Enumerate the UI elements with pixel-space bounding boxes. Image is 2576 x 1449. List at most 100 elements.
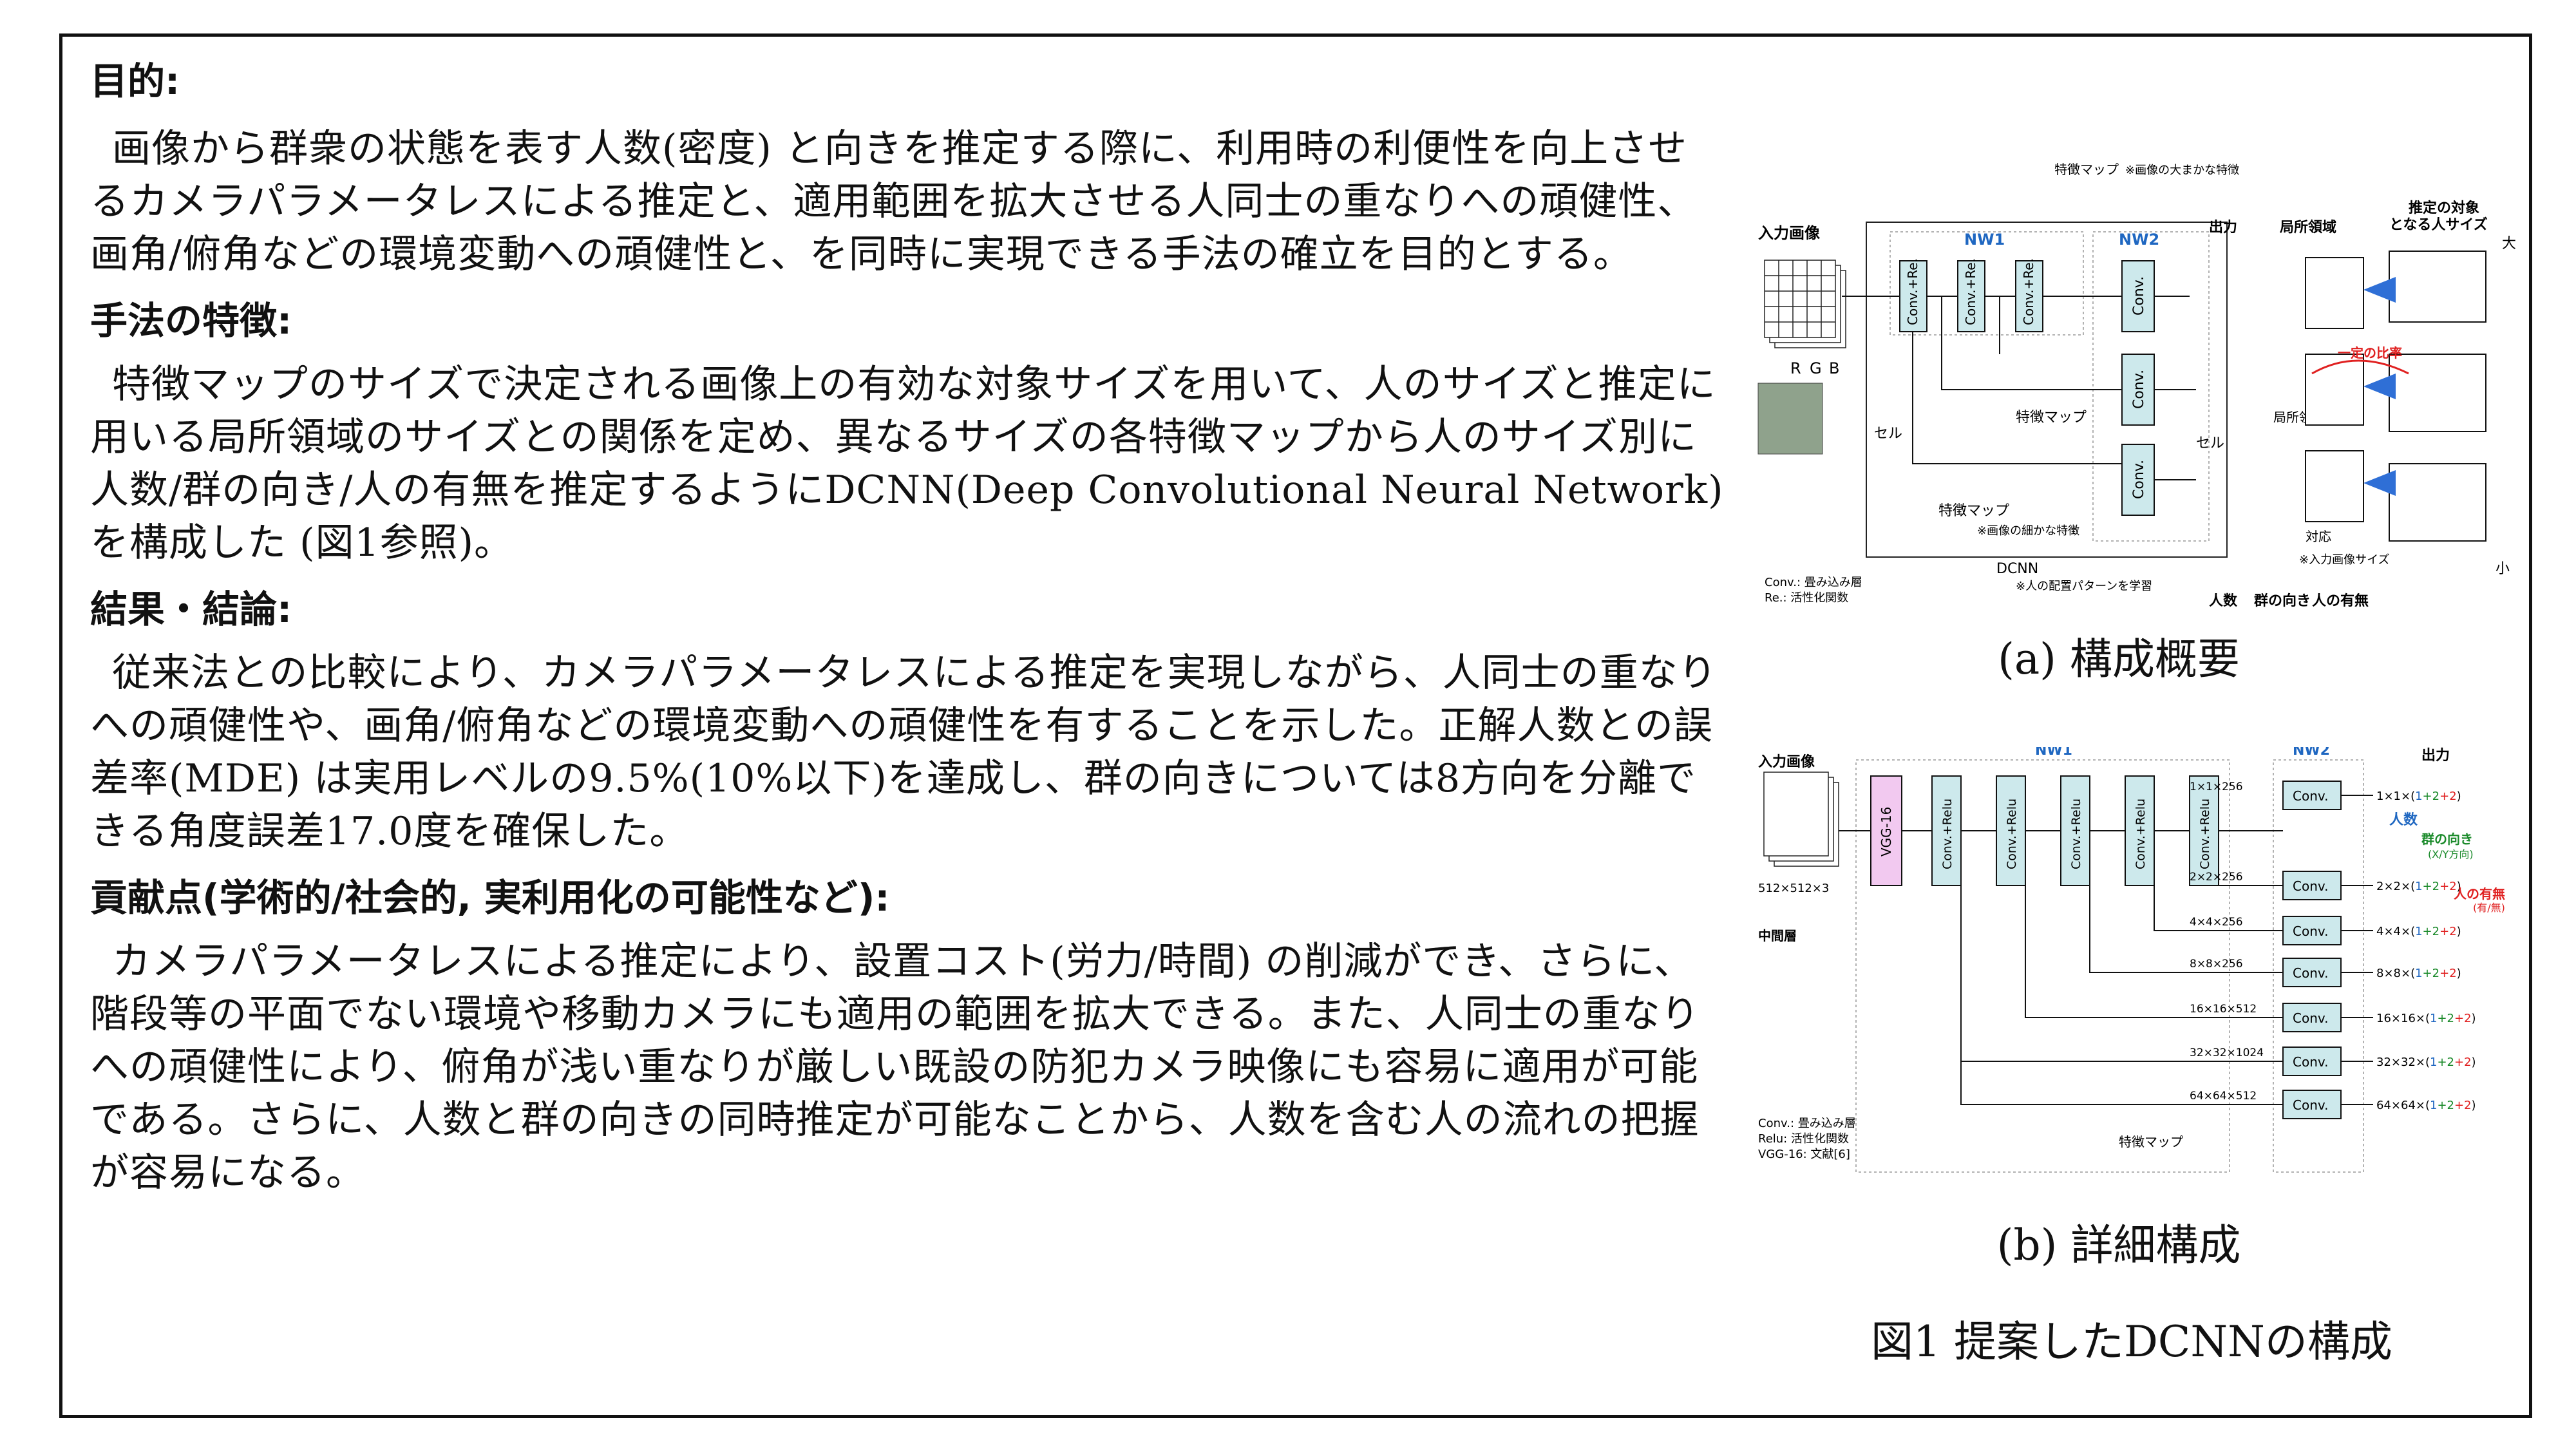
legend-b-conv: Conv.: 畳み込み層: [1758, 1117, 1856, 1130]
size-large: 大: [2502, 236, 2516, 252]
conv-row-block: [2282, 1090, 2342, 1119]
rgb-g: G: [1810, 359, 1822, 377]
conv-row-connector: [2089, 886, 2283, 973]
middle-layer-label: 中間層: [1758, 928, 1797, 943]
output-size-label: 8×8×(1+2+2): [2376, 967, 2461, 980]
section-heading-purpose: 目的:: [90, 59, 180, 103]
size-small: 小: [2496, 561, 2510, 577]
conv-row-connector: [1960, 886, 2283, 1062]
nw2-label-b: NW2: [2293, 747, 2330, 759]
pattern-note: ※人の配置パターンを学習: [2016, 580, 2152, 593]
conv-row-label: Conv.: [2293, 1010, 2329, 1026]
conv-row-label: Conv.: [2293, 965, 2329, 981]
legend-b-relu: Relu: 活性化関数: [1758, 1132, 1849, 1146]
conv-row-block: [2282, 916, 2342, 945]
conv-row-connector: [1960, 886, 2283, 1105]
local-region-grids: [2305, 251, 2486, 542]
cell-right: セル: [2196, 435, 2224, 451]
xy-dir-label: (X/Y方向): [2428, 848, 2474, 860]
blue-arrows: [2363, 277, 2396, 496]
presence-note-b: (有/無): [2473, 902, 2505, 914]
rgb-b: B: [1829, 359, 1839, 377]
conv-row-label: Conv.: [2293, 878, 2329, 894]
section-body-results: 従来法との比較により、カメラパラメータレスによる推定を実現しながら、人同士の重な…: [90, 650, 1718, 854]
legend-a: Conv.: 畳み込み層 Re.: 活性化関数: [1765, 576, 1862, 605]
feature-map-mid: 特徴マップ: [2016, 410, 2087, 426]
nw1-label: NW1: [1964, 231, 2005, 249]
conv-row-block: [2282, 871, 2342, 900]
conv-re-block-3: [2015, 260, 2043, 332]
nw2-box-b: [2273, 759, 2364, 1173]
conv-relu-label-2: Conv.+Relu: [2005, 799, 2019, 869]
conv-row-label: Conv.: [2293, 788, 2329, 804]
ratio-arc: [2311, 359, 2409, 375]
feature-size-label: 1×1×256: [2190, 781, 2243, 793]
conv-relu-label-5: Conv.+Relu: [2198, 799, 2212, 869]
conv-label-mid: Conv.: [2131, 370, 2147, 409]
conv-relu-label-3: Conv.+Relu: [2069, 799, 2083, 869]
feature-size-label: 2×2×256: [2190, 871, 2243, 884]
nw1-box-b: [1855, 759, 2230, 1173]
output-size-label: 2×2×(1+2+2): [2376, 880, 2461, 893]
conv-row-block: [2282, 958, 2342, 987]
output-size-label: 32×32×(1+2+2): [2376, 1056, 2476, 1069]
nw1-label-b: NW1: [2035, 747, 2072, 759]
dcnn-label: DCNN: [1996, 561, 2038, 577]
output-label-b: 出力: [2421, 748, 2450, 764]
conv-rows-b: Conv. 1×1×256 1×1×(1+2+2) Conv. 2×2×256 2×2×(…: [1839, 781, 2476, 1119]
feature-map-top: 特徴マップ: [2054, 162, 2119, 177]
conv-re-label-2: Conv.+Re.: [1963, 258, 1978, 325]
count-label-a: 人数: [2209, 592, 2238, 609]
legend-b-vgg: VGG-16: 文献[6]: [1758, 1148, 1850, 1161]
rgb-r: R: [1790, 359, 1801, 377]
feature-size-label: 8×8×256: [2190, 958, 2243, 971]
legend-a-conv: Conv.: 畳み込み層: [1765, 576, 1862, 589]
conv-label-top: Conv.: [2131, 276, 2147, 316]
feature-size-label: 64×64×512: [2190, 1090, 2257, 1103]
target-size-label-2: となる人サイズ: [2389, 216, 2488, 233]
conv-row-label: Conv.: [2293, 1054, 2329, 1070]
ratio-label: 一定の比率: [2338, 345, 2402, 361]
feature-map-bottom: 特徴マップ: [1938, 503, 2009, 519]
section-heading-results: 結果・結論:: [90, 587, 292, 631]
conv-re-block-2: [1957, 260, 1985, 332]
correspond-label: 対応: [2306, 529, 2331, 544]
feature-size-label: 16×16×512: [2190, 1003, 2257, 1016]
conv-re-label-1: Conv.+Re.: [1905, 258, 1920, 325]
input-photo-thumbnail: [1757, 383, 1823, 455]
section-heading-contribution: 貢献点(学術的/社会的, 実利用化の可能性など):: [90, 876, 890, 920]
cell-left: セル: [1874, 426, 1902, 442]
conv-relu-block-3: [2060, 775, 2090, 886]
input-image-label-b: 入力画像: [1758, 753, 1815, 770]
feature-map-top-note: ※画像の大まかな特徴: [2125, 164, 2239, 177]
conv-row-connector: [2154, 886, 2283, 931]
legend-a-re: Re.: 活性化関数: [1765, 591, 1848, 605]
presence-label-a: 人の有無: [2312, 592, 2369, 609]
input-size-note: ※入力画像サイズ: [2299, 553, 2390, 567]
target-size-label: 推定の対象: [2409, 200, 2479, 216]
feature-size-label: 4×4×256: [2190, 916, 2243, 929]
input-size-b: 512×512×3: [1758, 882, 1829, 895]
conv-re-label-3: Conv.+Re.: [2021, 258, 2036, 325]
feature-map-bottom-note: ※画像の細かな特徴: [1977, 524, 2079, 538]
caption-b: (b) 詳細構成: [1996, 1220, 2241, 1270]
output-size-label: 1×1×(1+2+2): [2376, 790, 2461, 803]
text-column: 目的: 画像から群衆の状態を表す人数(密度) と向きを推定する際に、利用時の利便…: [90, 45, 1726, 1213]
conv-label-bottom: Conv.: [2131, 460, 2147, 499]
conv-relu-label-4: Conv.+Relu: [2134, 799, 2148, 869]
conv-row-connector: [2025, 886, 2283, 1018]
nw2-label: NW2: [2119, 231, 2159, 249]
figure-a-overview: Conv.: 畳み込み層 Re.: 活性化関数 入力画像 R G B NW1 N…: [1757, 162, 2516, 609]
dcnn-box: [1866, 222, 2228, 558]
conv-block-top: [2121, 260, 2155, 332]
flow-arrows-a: [1842, 296, 2196, 480]
caption-a: (a) 構成概要: [1998, 634, 2240, 684]
section-heading-method: 手法の特徴:: [90, 299, 292, 343]
nw2-box: [2092, 231, 2210, 542]
local-region-label: 局所領域: [2280, 219, 2336, 236]
output-size-label: 4×4×(1+2+2): [2376, 925, 2461, 938]
conv-row-block: [2282, 1003, 2342, 1032]
section-body-method: 特徴マップのサイズで決定される画像上の有効な対象サイズを用いて、人のサイズと推定…: [90, 362, 1724, 565]
presence-label-b: 人の有無: [2454, 886, 2505, 902]
conv-relu-label-1: Conv.+Relu: [1940, 799, 1955, 869]
